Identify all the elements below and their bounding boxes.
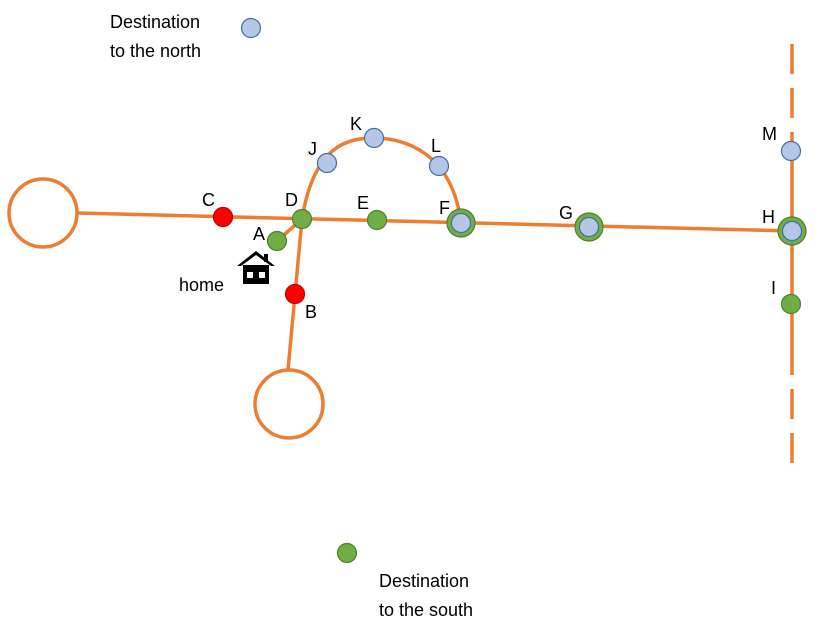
node-k [363,127,385,149]
legend-south-dot [336,542,358,564]
label-m: M [762,124,777,144]
node-g [578,216,600,238]
node-l [428,155,450,177]
label-l: L [431,136,441,156]
node-d [291,208,313,230]
node-m [780,140,802,162]
node-h [781,220,803,242]
west-roundabout [7,177,79,249]
node-j [316,152,338,174]
label-i: I [771,278,776,298]
legend-north-dot [240,17,262,39]
node-a [266,230,288,252]
legend-north-line1: Destination [110,12,201,32]
label-c: C [202,190,215,210]
south-roundabout [253,368,325,440]
label-a: A [253,224,265,244]
legend-south-label: Destination to the south [379,567,473,625]
node-e [366,209,388,231]
node-f [450,212,472,234]
road-network [7,44,794,465]
label-g: G [559,203,573,223]
nodes [212,17,807,564]
legend-south-line1: Destination [379,571,470,591]
label-f: F [439,198,450,218]
house-icon [237,251,275,284]
node-b [284,283,306,305]
main-road [76,211,793,233]
node-i [780,293,802,315]
point-labels: C D A B E F G H I J K L M [202,114,777,322]
label-d: D [285,190,298,210]
label-b: B [305,302,317,322]
label-j: J [308,139,317,159]
legend-north-label: Destination to the north [110,8,201,66]
label-e: E [357,193,369,213]
legend-south-line2: to the south [379,600,474,620]
home-label: home [179,275,225,295]
legend-north-line2: to the north [110,41,202,61]
node-c [212,206,234,228]
label-h: H [762,207,775,227]
label-k: K [350,114,362,134]
